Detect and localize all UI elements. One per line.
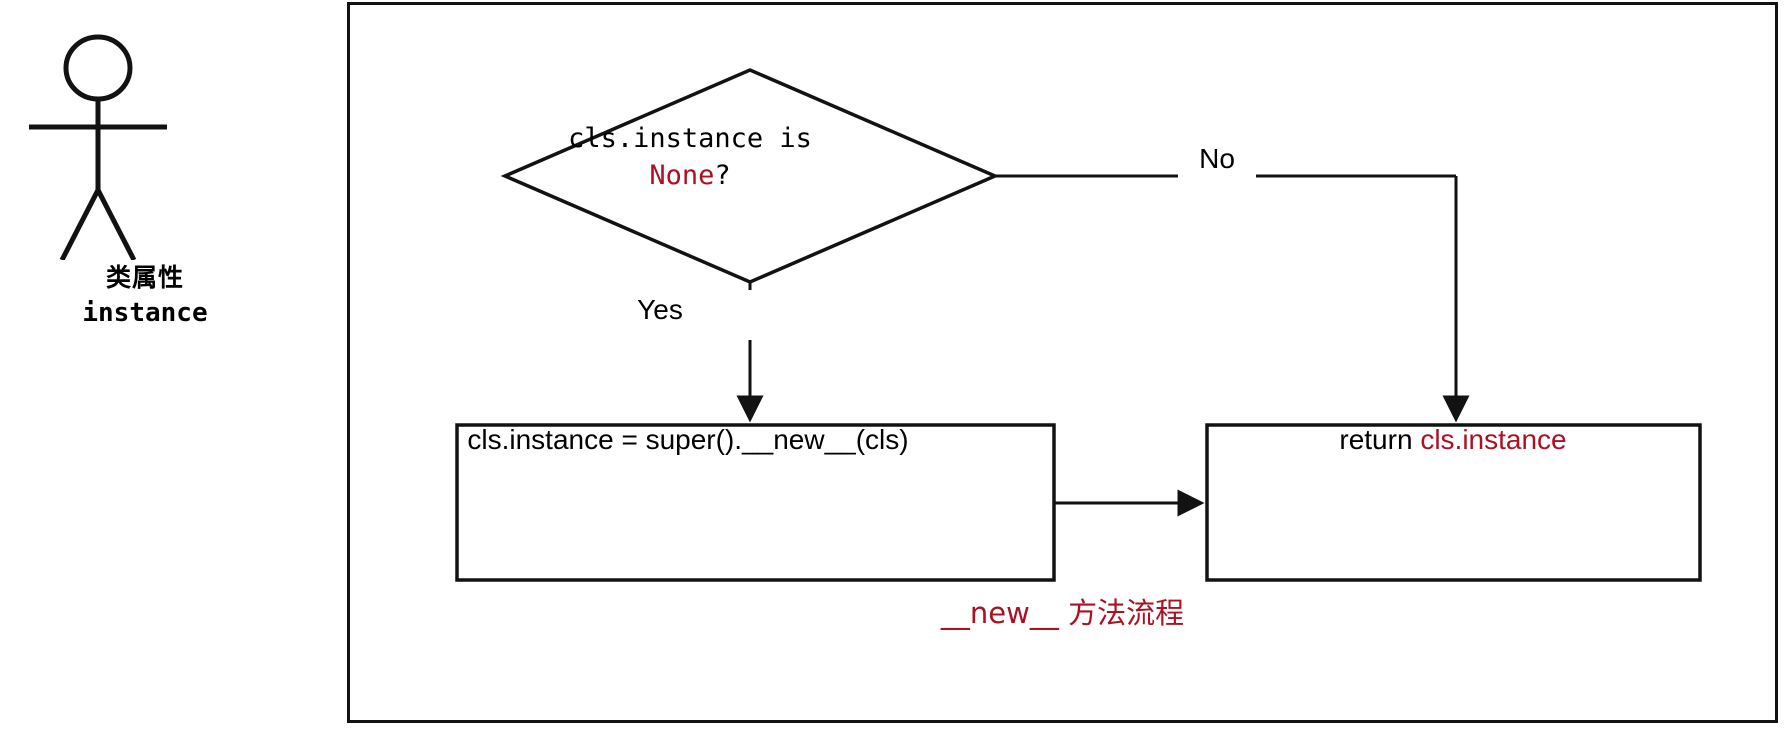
actor-label-instance: instance — [82, 298, 208, 328]
stick-figure-person-icon — [29, 34, 167, 260]
diagram-caption: __new__ 方法流程 — [940, 596, 1185, 630]
edge-label-no: No — [1199, 143, 1235, 174]
edge-label-yes: Yes — [637, 294, 683, 325]
actor-label-class-attribute: 类属性 — [105, 263, 184, 292]
